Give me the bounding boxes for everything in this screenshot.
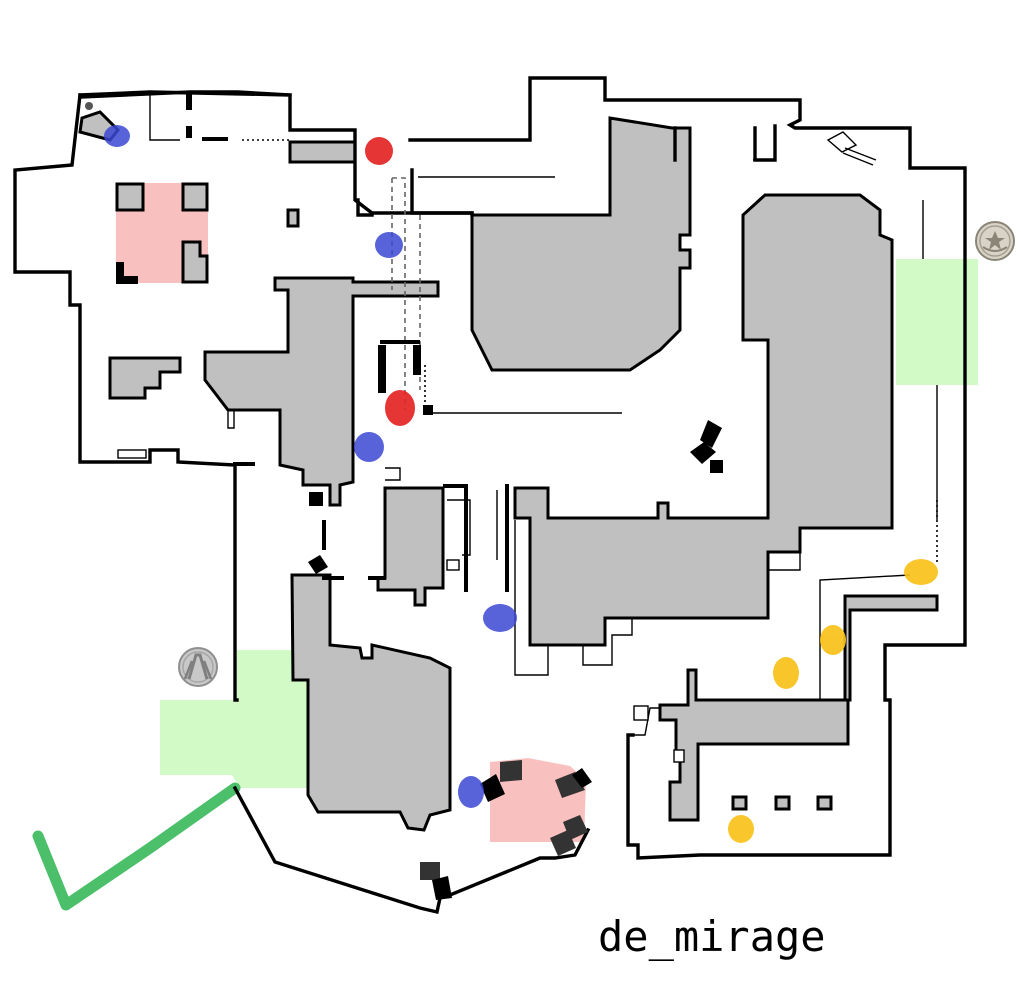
crate-b-3 bbox=[500, 760, 522, 782]
blue-marker-4 bbox=[483, 604, 517, 632]
door-8 bbox=[309, 492, 323, 506]
door-12 bbox=[443, 484, 467, 488]
detail-line-6 bbox=[514, 520, 549, 676]
door-1 bbox=[186, 92, 192, 110]
detail-window-rect bbox=[446, 559, 460, 571]
wall-stairs-inner bbox=[356, 198, 374, 217]
building-palace-entrance-block bbox=[288, 140, 357, 164]
spawn-route-line bbox=[32, 782, 241, 911]
detail-line-14 bbox=[628, 707, 660, 736]
a-spawn-dot bbox=[85, 102, 93, 110]
door-6 bbox=[380, 340, 420, 344]
yellow-marker-1 bbox=[904, 559, 938, 585]
building-connector-block bbox=[203, 276, 440, 507]
detail-dashed-vert-1 bbox=[392, 177, 406, 410]
crate-mid-2 bbox=[690, 442, 716, 464]
crate-b-9 bbox=[432, 876, 452, 900]
t-spawn-zone bbox=[160, 650, 308, 788]
building-jungle-block bbox=[470, 116, 692, 372]
crate-b-8 bbox=[420, 862, 440, 880]
building-window-block bbox=[376, 486, 445, 607]
wall-palace-outline bbox=[80, 90, 292, 99]
detail-ct-car-line-2 bbox=[842, 152, 874, 166]
detail-line-12 bbox=[227, 410, 235, 429]
detail-line-13 bbox=[385, 467, 401, 481]
door-7 bbox=[423, 405, 433, 415]
door-15 bbox=[322, 520, 326, 550]
terrorist-icon bbox=[178, 647, 218, 687]
blue-marker-2 bbox=[375, 232, 403, 258]
blue-marker-5 bbox=[458, 776, 484, 808]
crate-mid-3 bbox=[710, 460, 723, 473]
wall-market-inner bbox=[753, 124, 777, 162]
detail-b-rect bbox=[633, 705, 649, 721]
red-marker-1 bbox=[365, 137, 393, 165]
counter-terrorist-icon bbox=[975, 221, 1015, 261]
building-ct-market-block bbox=[513, 193, 894, 647]
crate-b-2 bbox=[480, 774, 505, 802]
yellow-player-markers bbox=[728, 559, 938, 843]
blue-player-markers bbox=[104, 125, 517, 808]
wall-a-west-outline bbox=[13, 93, 239, 702]
detail-line-5 bbox=[819, 574, 911, 700]
b-site-small-box-1 bbox=[731, 795, 748, 811]
blue-marker-3 bbox=[354, 432, 384, 462]
a-site-box-1 bbox=[115, 182, 145, 212]
b-site-small-box-2 bbox=[774, 795, 791, 811]
crate-mid-1 bbox=[700, 420, 722, 448]
detail-stairs-rect bbox=[117, 449, 147, 459]
detail-ct-car bbox=[826, 131, 858, 153]
door-13 bbox=[464, 484, 468, 592]
yellow-marker-4 bbox=[728, 815, 754, 843]
door-5 bbox=[413, 345, 421, 375]
door-9 bbox=[233, 462, 255, 466]
door-10 bbox=[322, 576, 344, 580]
crate-b-5 bbox=[572, 768, 592, 788]
wall-jungle-top bbox=[408, 76, 967, 860]
building-b-apartments-block bbox=[290, 573, 452, 832]
blue-marker-1 bbox=[104, 125, 130, 147]
crate-b-7 bbox=[550, 830, 576, 856]
b-site-small-box-3 bbox=[816, 795, 833, 811]
map-title: de_mirage bbox=[598, 912, 826, 961]
door-2 bbox=[186, 126, 192, 138]
door-11 bbox=[368, 576, 386, 580]
building-b-short-block bbox=[658, 668, 850, 822]
a-site-corner-box bbox=[116, 262, 138, 284]
red-player-markers bbox=[365, 137, 415, 426]
door-4 bbox=[378, 345, 386, 393]
detail-line-7 bbox=[582, 618, 633, 666]
detail-line-11 bbox=[768, 551, 801, 571]
yellow-marker-3 bbox=[773, 657, 799, 689]
a-site-box-3 bbox=[181, 240, 209, 284]
wall-connector-inner bbox=[410, 168, 474, 215]
small-pillar-a bbox=[286, 208, 300, 228]
building-a-site-block-sw bbox=[108, 356, 182, 400]
door-14 bbox=[505, 484, 509, 592]
detail-thin-lines bbox=[149, 92, 180, 141]
detail-ct-car-line bbox=[844, 147, 877, 161]
building-ct-ramp-block bbox=[843, 594, 939, 702]
a-site-box-2 bbox=[181, 182, 209, 212]
detail-b-rect-2 bbox=[673, 749, 685, 763]
crate-b-1 bbox=[308, 555, 328, 574]
yellow-marker-2 bbox=[820, 625, 846, 655]
door-3 bbox=[202, 137, 228, 141]
red-marker-2 bbox=[385, 390, 415, 426]
